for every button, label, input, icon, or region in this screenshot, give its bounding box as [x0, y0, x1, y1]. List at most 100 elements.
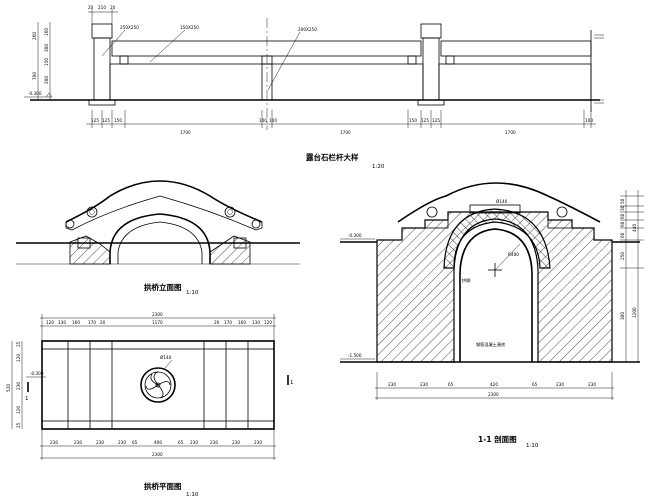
- arch-void-fill: [459, 268, 533, 362]
- dim-label: 30: [620, 205, 625, 211]
- elevation-title: 拱桥立面图: [144, 282, 182, 292]
- dim-label: 230: [74, 440, 82, 445]
- leader: [101, 29, 126, 57]
- scroll-ornament: [86, 206, 98, 218]
- dim-label: 120: [16, 406, 21, 414]
- dim-label: 230: [50, 440, 58, 445]
- level-label: -0.300: [30, 371, 44, 376]
- dim-label: 230: [190, 440, 198, 445]
- dim-label: 65: [532, 382, 538, 387]
- dim-label: 230: [232, 440, 240, 445]
- railing-scale: 1:20: [372, 164, 385, 170]
- abutment-right: [209, 235, 251, 265]
- section-mark-label: 1: [290, 380, 294, 386]
- dim-label: 125: [102, 118, 110, 123]
- scroll-ornament: [227, 209, 233, 215]
- radius-leader: [494, 243, 521, 271]
- radius-label: R400: [508, 252, 519, 257]
- dim-label: 120: [46, 320, 54, 325]
- dim-label: 60: [620, 221, 625, 227]
- dim-label: 440: [632, 224, 637, 232]
- section-coping: [397, 182, 601, 223]
- dim-label: 65: [178, 440, 184, 445]
- dim-label: 60: [620, 213, 625, 219]
- dim-label: 20: [88, 5, 94, 10]
- mid-post-cap: [420, 23, 442, 39]
- dim-label: 150: [44, 58, 49, 66]
- scroll-ornament: [89, 209, 95, 215]
- dim-label: 230: [96, 440, 104, 445]
- arch-inner: [117, 221, 203, 264]
- arch-void-fill: [460, 229, 532, 272]
- rosette-center: [155, 382, 161, 388]
- dim-label: 2300: [152, 312, 163, 317]
- dim-label: 1200: [632, 307, 637, 318]
- dim-label: 100: [269, 118, 277, 123]
- dim-label: 2300: [152, 452, 163, 457]
- dim-label: 50: [620, 198, 625, 204]
- dim-label: 20: [100, 320, 106, 325]
- dim-label: 700: [32, 72, 37, 80]
- dim-label: 170: [88, 320, 96, 325]
- dim-label: 65: [448, 382, 454, 387]
- dim-label: 300: [620, 312, 625, 320]
- dim-label: 125: [432, 118, 440, 123]
- section-mark-label: 1: [25, 396, 29, 402]
- scroll-ornament: [556, 206, 568, 218]
- railing-title: 露台石栏杆大样: [306, 152, 359, 162]
- dim-label: 160: [238, 320, 246, 325]
- dim-label: 420: [490, 382, 498, 387]
- plan-inner: [41, 348, 275, 422]
- dim-label: 230: [118, 440, 126, 445]
- left-post-cap: [91, 23, 113, 39]
- railing-detail: 20 210 20 260 160 300 150 200 700 -0.300…: [24, 5, 604, 170]
- dim-label: 25: [16, 341, 21, 347]
- bridge-elevation: 拱桥立面图 1:10: [16, 180, 300, 296]
- note-bottom: 钢筋混凝土基底: [476, 341, 505, 348]
- step-block: [233, 237, 247, 249]
- dim-label: 300: [44, 44, 49, 52]
- rosette-ornament: [140, 367, 176, 403]
- leader: [164, 359, 173, 369]
- dim-label: 1170: [152, 320, 163, 325]
- dim-label: 230: [254, 440, 262, 445]
- level-label: -0.300: [28, 91, 42, 96]
- plan-title: 拱桥平面图: [144, 481, 182, 491]
- dim-label: 230: [588, 382, 596, 387]
- level-top-label: -0.300: [348, 233, 362, 238]
- callout-label: 150X250: [180, 25, 199, 30]
- dim-label: 100: [585, 118, 593, 123]
- top-stone: [469, 204, 521, 214]
- leader: [267, 31, 301, 91]
- abutment-left: [69, 235, 111, 265]
- circle-label: Ø140: [160, 355, 172, 360]
- dim-label: 100: [259, 118, 267, 123]
- scroll-ornament: [224, 206, 236, 218]
- step-block: [547, 219, 573, 229]
- dim-label: 1700: [180, 130, 191, 135]
- top-label: Ø140: [496, 199, 508, 204]
- dim-label: 20: [214, 320, 220, 325]
- dim-label: 1700: [505, 130, 516, 135]
- callout-label: 200X250: [298, 27, 317, 32]
- dim-label: 125: [91, 118, 99, 123]
- section-title: 1-1 剖面图: [478, 434, 517, 444]
- arch-deck: [71, 195, 257, 231]
- section-scale: 1:10: [526, 443, 539, 449]
- bridge-plan: Ø140 2300 120 130 160 170 20 1170 20 170…: [6, 312, 294, 498]
- dim-label: 200: [44, 76, 49, 84]
- dim-label: 1700: [340, 130, 351, 135]
- dim-label: 150: [409, 118, 417, 123]
- dim-label: 230: [556, 382, 564, 387]
- section-1-1: R400 Ø140 拱脚 钢筋混凝土基底 -0.300 -1.500 50 30…: [340, 182, 644, 449]
- dim-label: 210: [98, 5, 106, 10]
- dim-label: 230: [16, 382, 21, 390]
- step-block: [77, 237, 91, 249]
- elevation-scale: 1:10: [186, 290, 199, 296]
- dim-label: 160: [44, 28, 49, 36]
- dim-label: 230: [210, 440, 218, 445]
- leader: [149, 29, 186, 63]
- deck-end: [255, 222, 263, 231]
